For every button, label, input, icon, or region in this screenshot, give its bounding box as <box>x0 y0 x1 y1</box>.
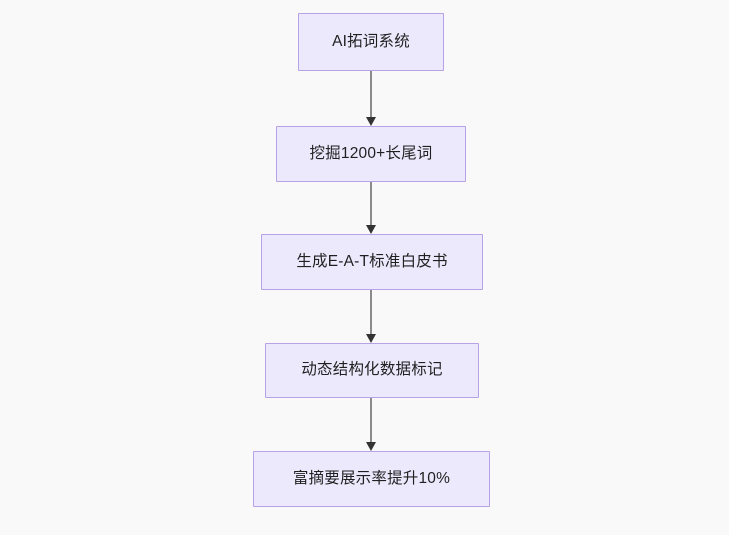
flow-node-ai-keyword-system[interactable]: AI拓词系统 <box>298 13 444 71</box>
edge-line <box>370 290 372 334</box>
flow-node-mine-longtail-keywords[interactable]: 挖掘1200+长尾词 <box>276 126 466 182</box>
arrowhead-icon <box>366 334 376 343</box>
arrowhead-icon <box>366 442 376 451</box>
flow-node-rich-snippet-impression-uplift[interactable]: 富摘要展示率提升10% <box>253 451 490 507</box>
edge-line <box>370 398 372 442</box>
flow-node-label: AI拓词系统 <box>332 32 410 50</box>
flow-node-label: 富摘要展示率提升10% <box>292 469 451 487</box>
flow-node-label: 挖掘1200+长尾词 <box>309 144 433 162</box>
edge-line <box>370 182 372 225</box>
flow-node-dynamic-structured-data-markup[interactable]: 动态结构化数据标记 <box>265 343 479 398</box>
flow-node-generate-eat-whitepaper[interactable]: 生成E-A-T标准白皮书 <box>261 234 483 290</box>
edge-line <box>370 71 372 117</box>
arrowhead-icon <box>366 225 376 234</box>
arrowhead-icon <box>366 117 376 126</box>
flow-node-label: 动态结构化数据标记 <box>301 361 443 379</box>
flow-node-label: 生成E-A-T标准白皮书 <box>296 252 448 270</box>
